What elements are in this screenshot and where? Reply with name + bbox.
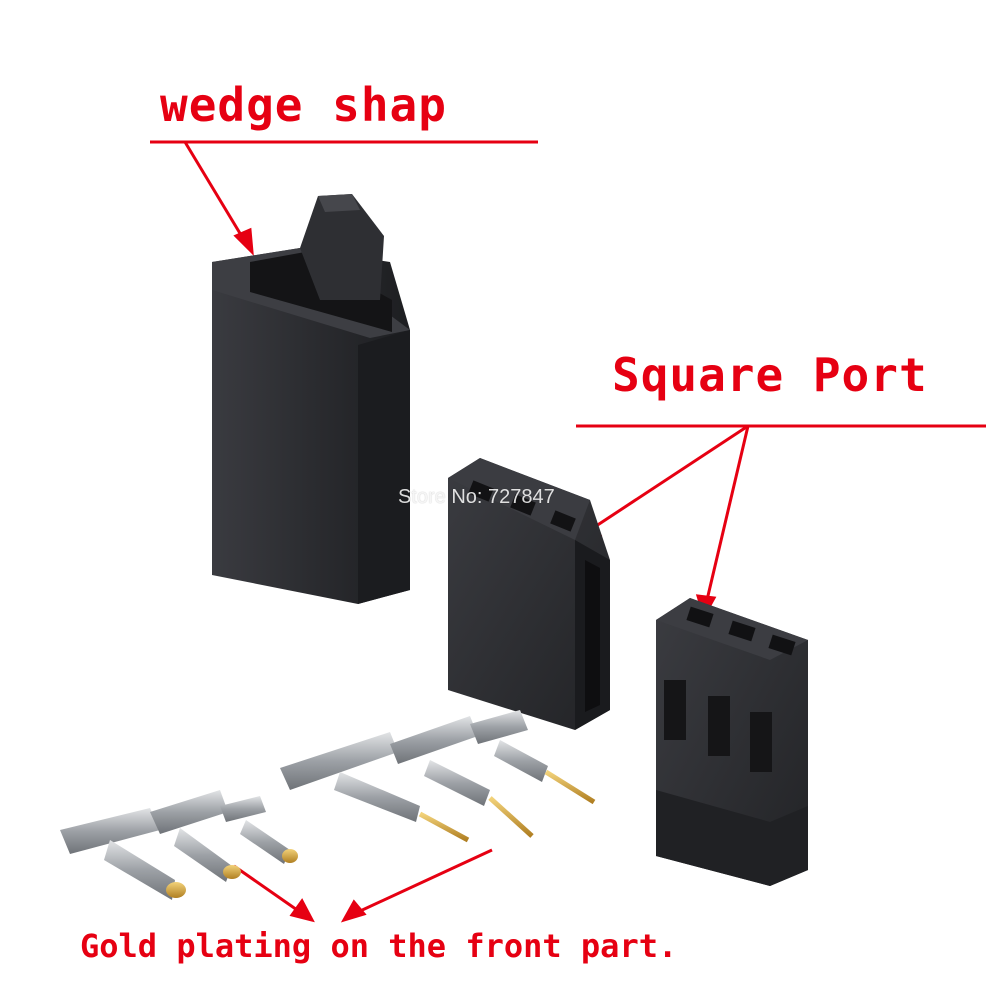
wedge-housing: [212, 194, 410, 604]
store-watermark: Store No: 727847: [398, 486, 555, 508]
crimp-pins-back: [280, 710, 596, 843]
gold-plating-label: Gold plating on the front part.: [80, 927, 678, 965]
square-port-housing-middle: [448, 458, 610, 730]
wedge-shape-label: wedge shap: [160, 78, 447, 132]
crimp-pins-front: [60, 790, 298, 900]
wedge-latch: [300, 194, 384, 300]
square-port-label: Square Port: [612, 348, 928, 402]
annotation-lines: [150, 140, 986, 923]
square-port-housing-right: [656, 598, 808, 886]
